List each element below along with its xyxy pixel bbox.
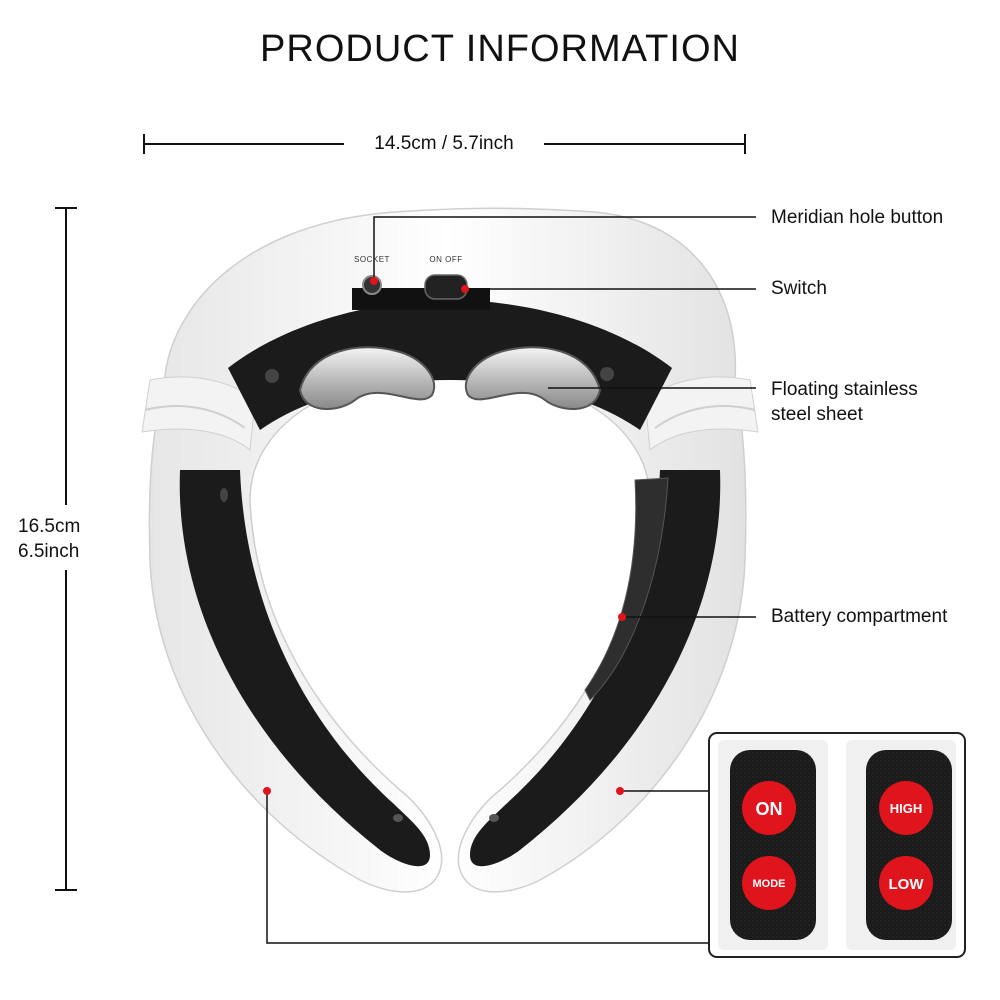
callout-lines	[266, 216, 756, 944]
callout-switch: Switch	[771, 278, 827, 299]
on-off-label: ON OFF	[429, 255, 462, 264]
callout-steel-sheet-line2: steel sheet	[771, 404, 863, 425]
callout-dots	[263, 277, 626, 795]
height-cm-label: 16.5cm	[18, 516, 81, 537]
pad-high-label: HIGH	[890, 801, 923, 816]
pad-on-button[interactable]: ON	[742, 781, 796, 835]
callout-steel-sheet: Floating stainless steel sheet	[771, 377, 918, 427]
electrode-pads-box	[708, 732, 966, 958]
callout-meridian-button: Meridian hole button	[771, 207, 944, 228]
callout-battery: Battery compartment	[771, 606, 948, 627]
pad-low-label: LOW	[889, 876, 925, 893]
pad-mode-label: MODE	[753, 878, 786, 890]
neck-massager-device: SOCKET ON OFF	[141, 207, 759, 893]
width-label: 14.5cm / 5.7inch	[344, 133, 544, 155]
callout-steel-sheet-line1: Floating stainless	[771, 379, 918, 400]
pad-on-label: ON	[756, 799, 783, 819]
height-dimension-line	[55, 207, 77, 891]
height-inch-label: 6.5inch	[18, 541, 80, 562]
pad-low-button[interactable]: LOW	[879, 856, 933, 910]
pad-high-button[interactable]: HIGH	[879, 781, 933, 835]
socket-label: SOCKET	[354, 255, 390, 264]
height-label: 16.5cm 6.5inch	[18, 514, 80, 564]
pad-mode-button[interactable]: MODE	[742, 856, 796, 910]
page-title: PRODUCT INFORMATION	[260, 28, 740, 70]
